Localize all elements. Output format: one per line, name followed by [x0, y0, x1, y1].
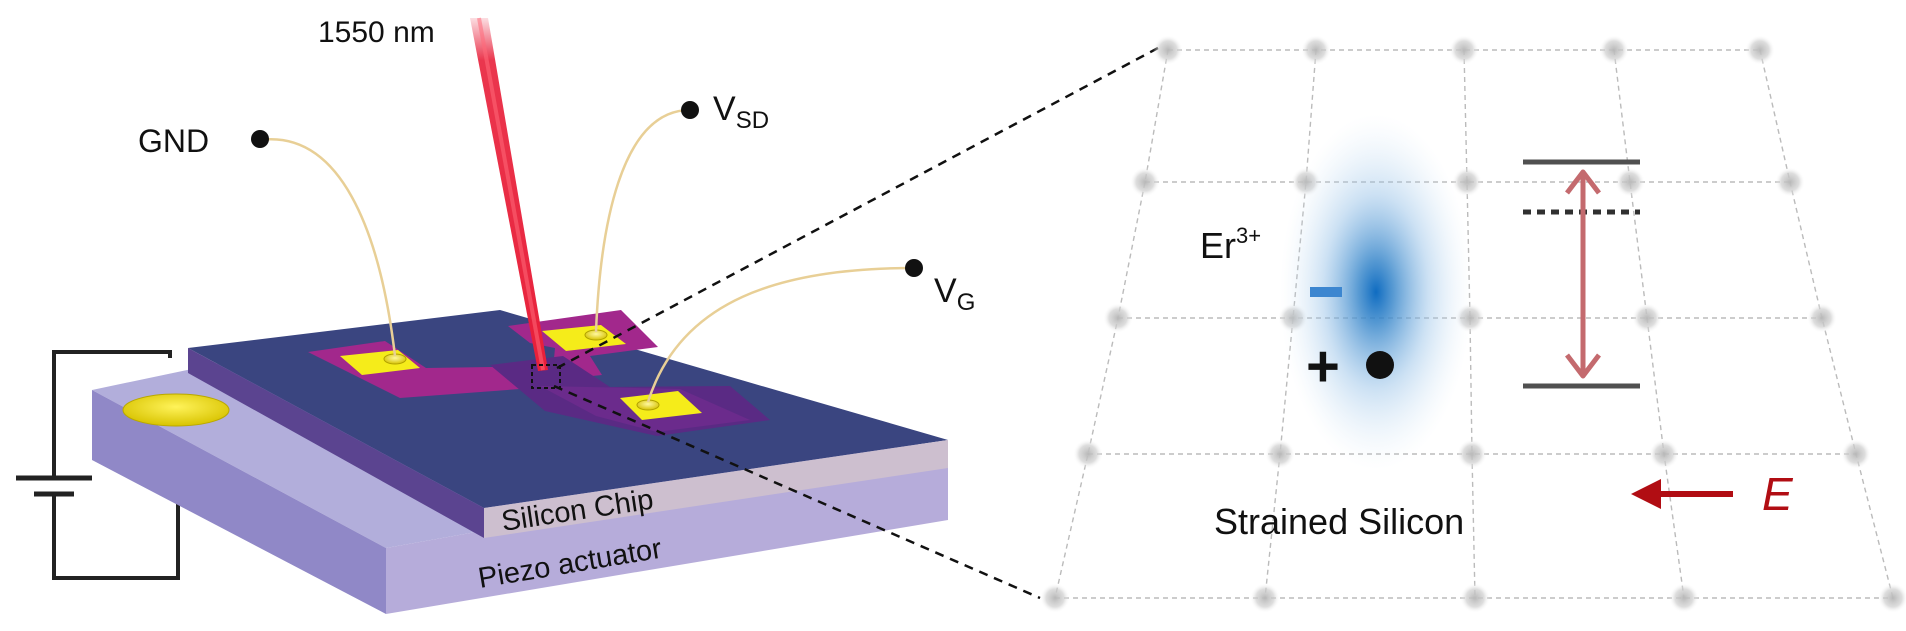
bond-wires [259, 108, 915, 403]
lattice-atom [1460, 583, 1490, 613]
lattice-atom [1265, 439, 1295, 469]
vg-label: VG [934, 272, 975, 316]
lattice-atom [1632, 303, 1662, 333]
piezo-front-face [386, 448, 948, 614]
lattice-column-line [1264, 49, 1317, 599]
energy-level-diagram [1523, 159, 1640, 389]
field-label: E [1762, 468, 1794, 520]
vsd-label-main: V [713, 90, 736, 128]
battery-circuit [16, 350, 180, 580]
ground-contact-disc [122, 393, 230, 427]
zoom-projection-lines [553, 46, 1159, 600]
er-ion-dot [1366, 351, 1394, 379]
lattice-atom [1649, 439, 1679, 469]
strained-lattice [1040, 35, 1906, 613]
lattice-atom [1457, 439, 1487, 469]
vsd-label: VSD [713, 90, 769, 134]
electron-minus-sign [1310, 287, 1342, 297]
laser-wavelength-label: 1550 nm [318, 16, 435, 49]
vg-pad [620, 391, 702, 420]
lattice-atom [1841, 439, 1871, 469]
lattice-atom [1615, 167, 1645, 197]
vsd-wire [594, 108, 691, 333]
lattice-atom [1301, 35, 1331, 65]
lattice-atom [1449, 35, 1479, 65]
zoom-region-box [531, 364, 561, 389]
gnd-terminal-dot [251, 130, 269, 148]
lattice-atom [1073, 439, 1103, 469]
gnd-label: GND [138, 123, 209, 159]
lattice-atom [1745, 35, 1775, 65]
device-illustration: 1550 nm GND VSD VG Silicon Chip Piezo ac… [16, 16, 975, 614]
electric-field-indicator: E [1631, 468, 1794, 520]
lattice-column-line [1759, 49, 1894, 599]
piezo-left-face [92, 390, 386, 614]
er-ion-label-sup: 3+ [1236, 223, 1261, 248]
transition-arrow-down [1565, 353, 1601, 379]
lattice-atom [1452, 167, 1482, 197]
lattice-atom [1669, 583, 1699, 613]
lattice-atom [1153, 35, 1183, 65]
lattice-atom [1250, 583, 1280, 613]
vsd-label-sub: SD [736, 107, 769, 134]
lattice-column-line [1463, 49, 1476, 599]
hole-plus-sign: + [1306, 334, 1340, 399]
vg-wire [646, 266, 915, 403]
transition-arrow-up [1565, 169, 1601, 195]
chip-left-face [188, 348, 484, 538]
vsd-terminal-dot [681, 101, 699, 119]
lattice-atom [1040, 583, 1070, 613]
er-ion-label-main: Er [1200, 225, 1236, 266]
vsd-pad [542, 325, 626, 351]
vg-label-sub: G [957, 289, 976, 316]
lattice-atom [1130, 167, 1160, 197]
lattice-atom [1807, 303, 1837, 333]
lattice-atom [1103, 303, 1133, 333]
laser-beam-core [477, 17, 545, 371]
strained-silicon-label: Strained Silicon [1214, 501, 1464, 542]
gnd-wire [259, 138, 397, 357]
vg-terminal-dot [905, 259, 923, 277]
lattice-atom [1775, 167, 1805, 197]
vg-label-main: V [934, 272, 957, 310]
lattice-atom [1599, 35, 1629, 65]
bond-pads [340, 325, 702, 420]
er-ion-label: Er3+ [1200, 223, 1261, 266]
carrier-cloud [1280, 114, 1472, 470]
lattice-nodes [1040, 35, 1906, 613]
lattice-atom [1878, 583, 1906, 613]
chip-front-face [484, 440, 948, 538]
